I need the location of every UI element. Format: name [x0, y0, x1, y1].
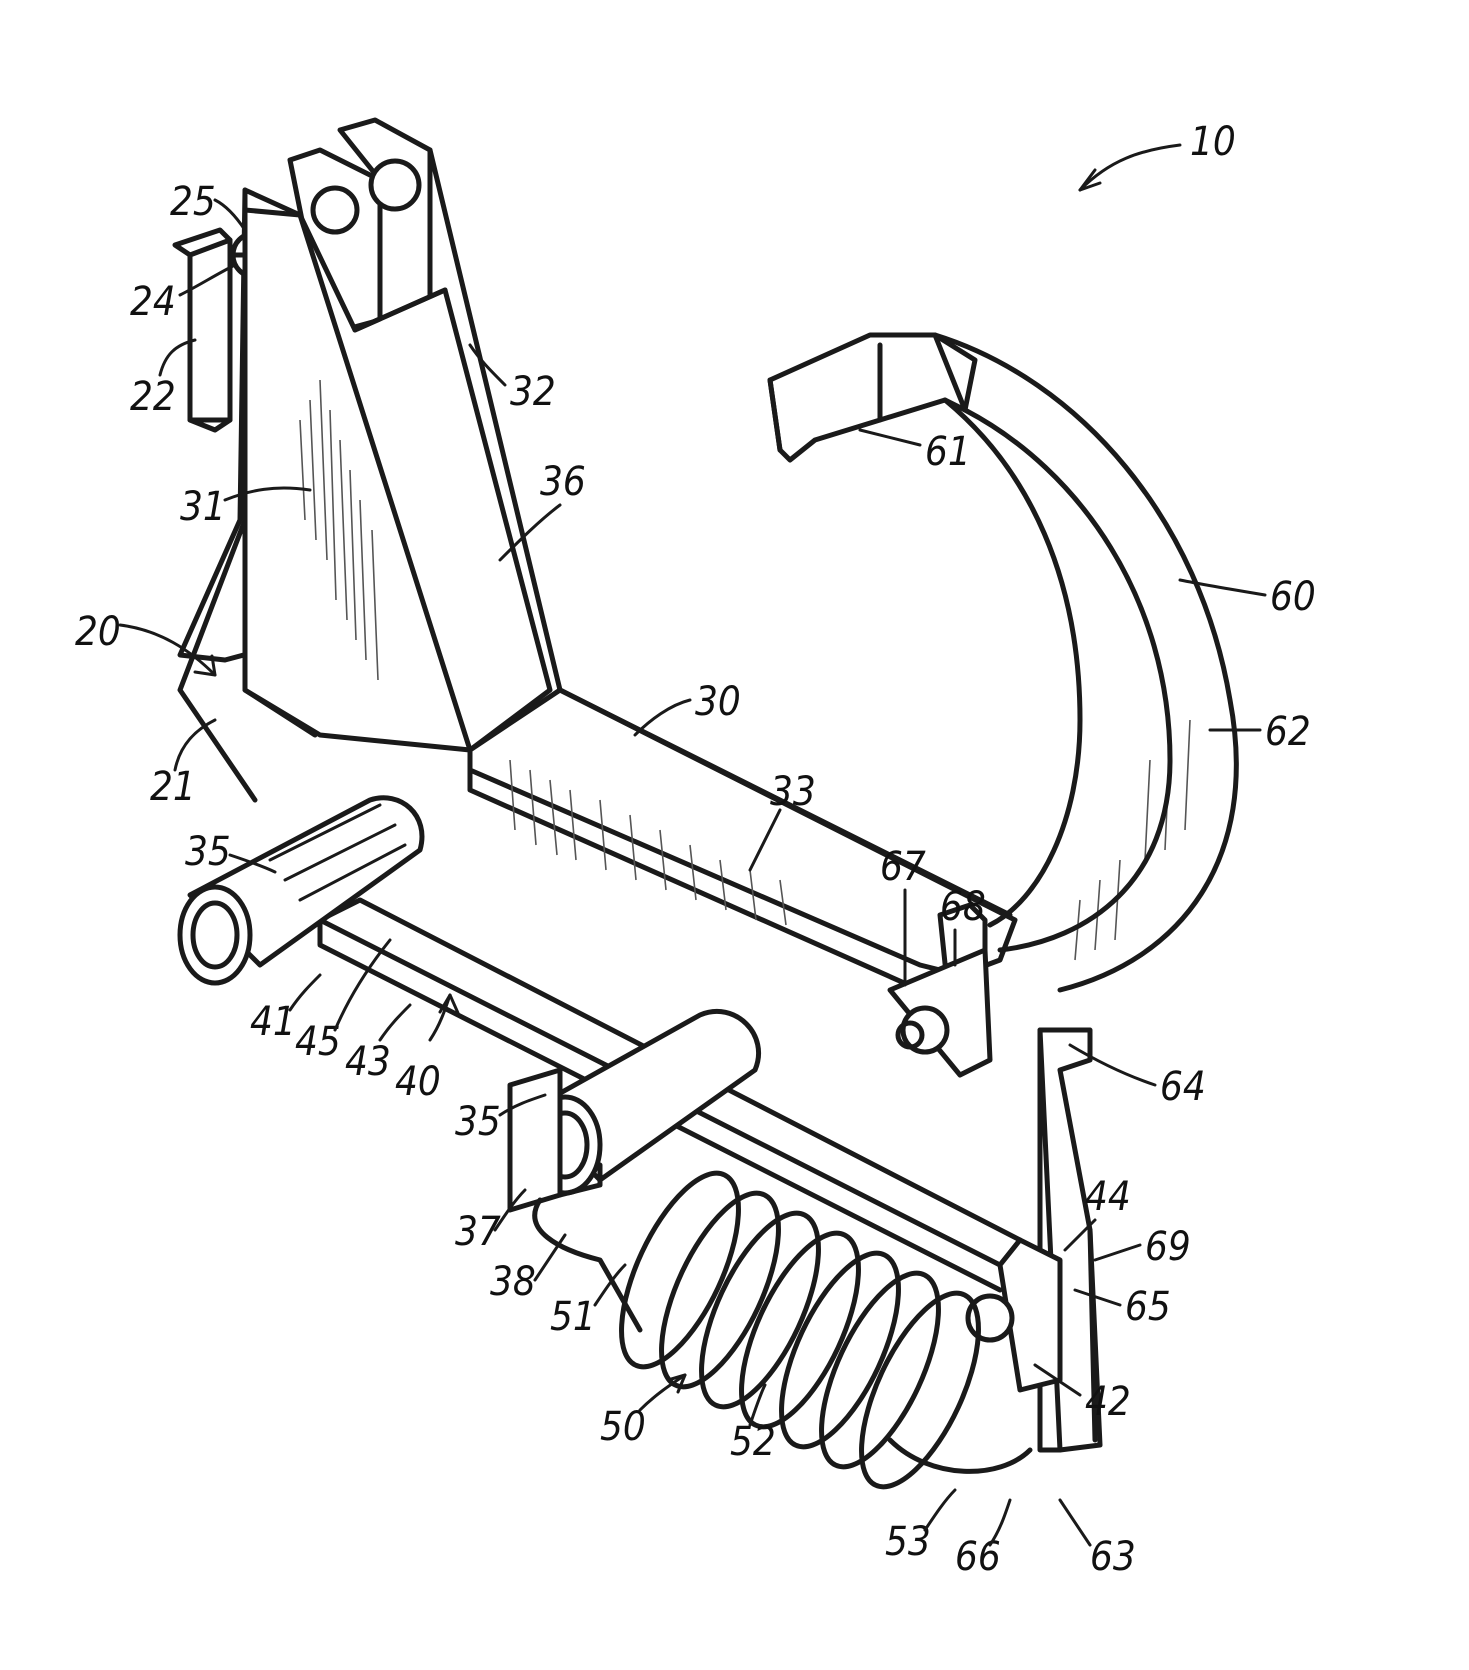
label-33: 33	[770, 769, 816, 815]
label-68: 68	[940, 884, 986, 930]
label-20: 20	[75, 609, 121, 655]
leader-69	[1095, 1245, 1140, 1260]
label-10: 10	[1190, 119, 1236, 165]
leader-43	[380, 1005, 410, 1040]
label-22: 22	[130, 374, 176, 420]
label-35a: 35	[185, 829, 231, 875]
leader-63	[1060, 1500, 1090, 1545]
label-65: 65	[1125, 1284, 1171, 1330]
label-38: 38	[490, 1259, 536, 1305]
leader-60	[1180, 580, 1265, 595]
leader-53	[925, 1490, 955, 1530]
leader-61	[860, 430, 920, 445]
label-67: 67	[880, 844, 926, 890]
label-61: 61	[925, 429, 971, 475]
label-60: 60	[1270, 574, 1316, 620]
label-32: 32	[510, 369, 556, 415]
label-69: 69	[1145, 1224, 1191, 1270]
label-37: 37	[455, 1209, 501, 1255]
label-64: 64	[1160, 1064, 1206, 1110]
label-30: 30	[695, 679, 741, 725]
label-53: 53	[885, 1519, 931, 1565]
label-36: 36	[540, 459, 586, 505]
leader-41	[290, 975, 320, 1010]
label-24: 24	[130, 279, 176, 325]
leader-21	[175, 720, 215, 770]
label-45: 45	[295, 1019, 341, 1065]
label-63: 63	[1090, 1534, 1136, 1580]
label-52: 52	[730, 1419, 776, 1465]
label-43: 43	[345, 1039, 391, 1085]
label-42: 42	[1085, 1379, 1131, 1425]
label-44: 44	[1085, 1174, 1131, 1220]
label-31: 31	[180, 484, 226, 530]
label-40: 40	[395, 1059, 441, 1105]
label-51: 51	[550, 1294, 596, 1340]
leader-25	[215, 200, 245, 230]
label-41: 41	[250, 999, 296, 1045]
label-62: 62	[1265, 709, 1311, 755]
nut-67	[898, 1008, 947, 1052]
label-35b: 35	[455, 1099, 501, 1145]
label-21: 21	[150, 764, 196, 810]
label-25: 25	[170, 179, 216, 225]
